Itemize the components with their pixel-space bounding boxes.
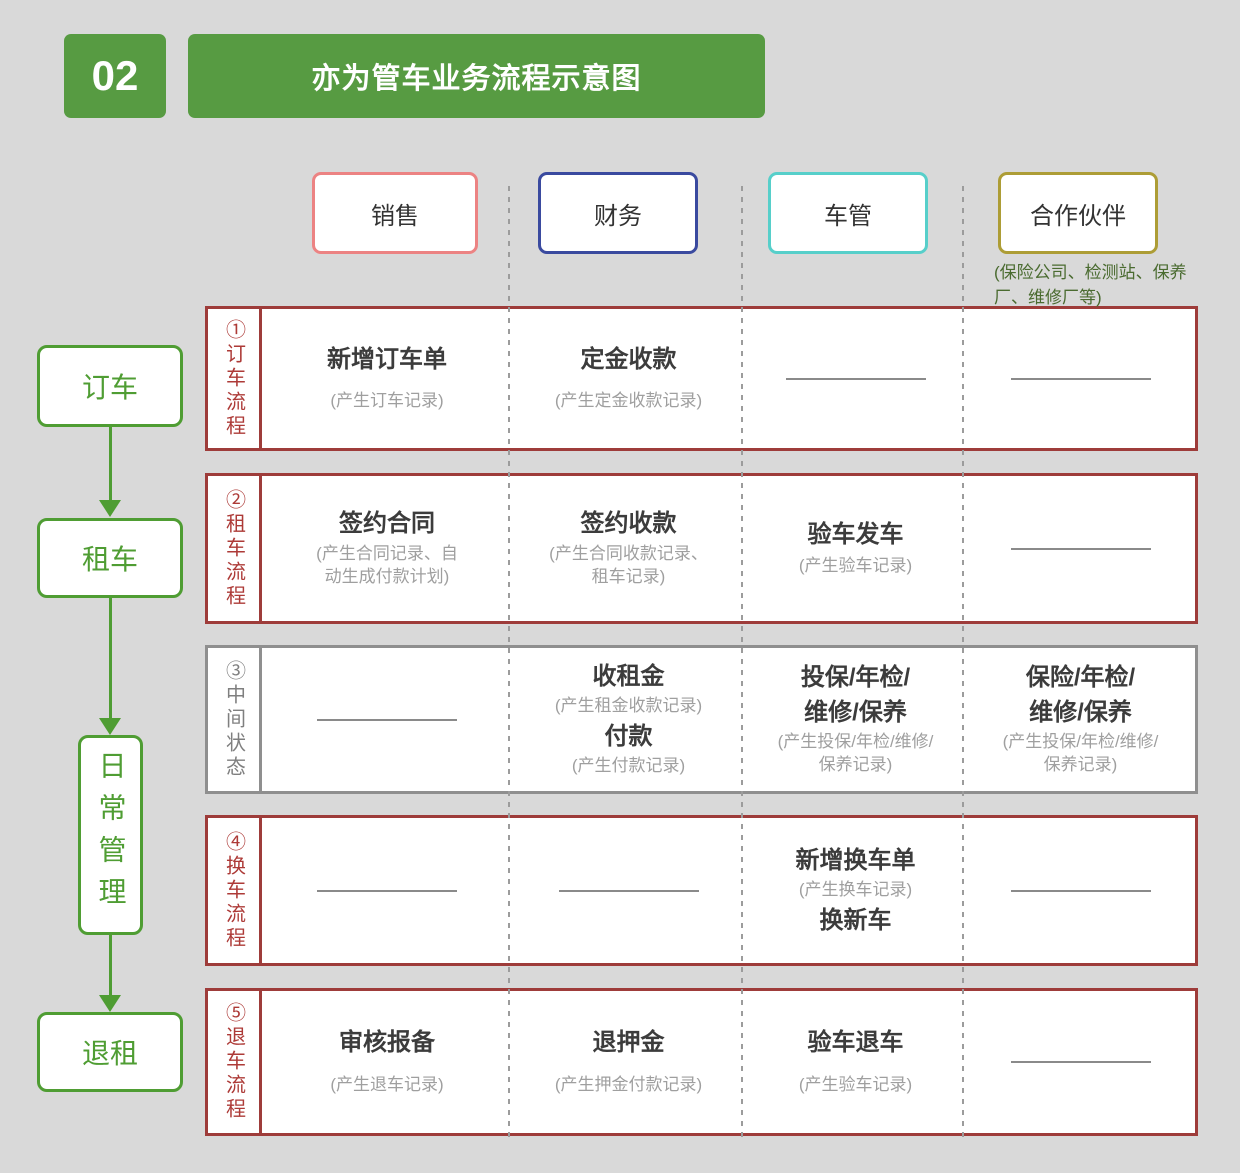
flow-step-label: 订车 — [81, 372, 138, 403]
process-row-interim-state: ③中间状态 收租金 (产生租金收款记录) 付款 (产生付款记录) 投保/年检/ … — [205, 645, 1198, 794]
cell-partner — [966, 476, 1195, 621]
task-title: 付款 — [604, 723, 653, 750]
task-title: 投保/年检/ — [800, 664, 911, 692]
cell-partner — [966, 309, 1195, 448]
cell-fleet: 投保/年检/ 维修/保养 (产生投保/年检/维修/保养记录) — [745, 648, 966, 791]
task-title: 签约合同 — [339, 509, 435, 537]
empty-placeholder — [558, 889, 699, 892]
task-caption: (产生合同收款记录、租车记录) — [549, 544, 708, 587]
cell-sales — [262, 818, 512, 963]
column-separator — [962, 186, 964, 1138]
task-caption: (产生押金付款记录) — [554, 1074, 703, 1094]
flow-step-daily-management: 日常管理 — [78, 735, 143, 935]
partner-caption: (保险公司、检测站、保养厂、维修厂等) — [994, 263, 1187, 307]
page-title: 亦为管车业务流程示意图 — [188, 34, 765, 118]
process-row-return: ⑤退车流程 审核报备 (产生退车记录) 退押金 (产生押金付款记录) 验车退车 … — [205, 988, 1198, 1136]
flow-arrow-head-icon — [99, 718, 121, 735]
cell-sales: 新增订车单 (产生订车记录) — [262, 309, 512, 448]
task-title: 验车发车 — [807, 521, 904, 549]
column-separator — [508, 186, 510, 1138]
task-caption: (产生投保/年检/维修/保养记录) — [1002, 731, 1159, 774]
cell-finance: 退押金 (产生押金付款记录) — [512, 991, 745, 1133]
cell-finance: 定金收款 (产生定金收款记录) — [512, 309, 745, 448]
section-number-badge: 02 — [64, 34, 166, 118]
cell-fleet: 新增换车单 (产生换车记录) 换新车 — [745, 818, 966, 963]
task-caption: (产生退车记录) — [330, 1074, 444, 1094]
task-caption: (产生定金收款记录) — [554, 391, 703, 411]
task-title: 维修/保养 — [804, 698, 907, 726]
flow-step-label: 退租 — [81, 1038, 138, 1069]
cell-partner — [966, 818, 1195, 963]
cell-fleet: 验车发车 (产生验车记录) — [745, 476, 966, 621]
cell-partner: 保险/年检/ 维修/保养 (产生投保/年检/维修/保养记录) — [966, 648, 1195, 791]
row-label: ③中间状态 — [208, 648, 262, 791]
row-label: ②租车流程 — [208, 476, 262, 621]
flow-arrow — [109, 935, 112, 997]
cell-finance — [512, 818, 745, 963]
task-title: 新增换车单 — [795, 846, 916, 874]
column-header-partner: 合作伙伴 — [998, 172, 1158, 254]
cell-sales: 审核报备 (产生退车记录) — [262, 991, 512, 1133]
flow-arrow-head-icon — [99, 995, 121, 1012]
empty-placeholder — [1010, 377, 1151, 380]
task-title: 验车退车 — [807, 1029, 904, 1057]
column-header-fleet: 车管 — [768, 172, 928, 254]
row-label: ④换车流程 — [208, 818, 262, 963]
empty-placeholder — [317, 889, 457, 892]
column-separator — [741, 186, 743, 1138]
flow-arrow — [109, 427, 112, 501]
column-header-finance: 财务 — [538, 172, 698, 254]
flow-step-label: 租车 — [81, 544, 138, 575]
task-title: 新增订车单 — [327, 345, 447, 373]
cell-fleet — [745, 309, 966, 448]
task-caption: (产生付款记录) — [571, 756, 686, 776]
flow-step-rent-car: 租车 — [37, 518, 183, 598]
process-row-ordering: ①订车流程 新增订车单 (产生订车记录) 定金收款 (产生定金收款记录) — [205, 306, 1198, 451]
task-caption: (产生验车记录) — [798, 1074, 913, 1094]
task-title: 维修/保养 — [1029, 698, 1132, 726]
cell-finance: 收租金 (产生租金收款记录) 付款 (产生付款记录) — [512, 648, 745, 791]
task-title: 审核报备 — [339, 1029, 435, 1057]
flow-arrow — [109, 598, 112, 720]
empty-placeholder — [1010, 1061, 1151, 1063]
cell-sales — [262, 648, 512, 791]
column-header-sales: 销售 — [312, 172, 478, 254]
cell-partner — [966, 991, 1195, 1133]
task-title: 换新车 — [819, 906, 892, 934]
task-title: 签约收款 — [580, 509, 677, 537]
flow-step-return-rental: 退租 — [37, 1012, 183, 1092]
empty-placeholder — [785, 377, 926, 380]
task-caption: (产生合同记录、自动生成付款计划) — [316, 544, 458, 587]
task-caption: (产生换车记录) — [798, 880, 913, 900]
task-title: 定金收款 — [580, 345, 677, 373]
task-caption: (产生订车记录) — [330, 391, 444, 411]
task-caption: (产生投保/年检/维修/保养记录) — [777, 731, 934, 774]
task-title: 退押金 — [592, 1029, 665, 1057]
cell-finance: 签约收款 (产生合同收款记录、租车记录) — [512, 476, 745, 621]
flow-step-label: 日常管理 — [95, 751, 127, 919]
row-label: ⑤退车流程 — [208, 991, 262, 1133]
row-label: ①订车流程 — [208, 309, 262, 448]
flow-step-order-car: 订车 — [37, 345, 183, 427]
task-caption: (产生验车记录) — [798, 555, 913, 575]
process-row-renting: ②租车流程 签约合同 (产生合同记录、自动生成付款计划) 签约收款 (产生合同收… — [205, 473, 1198, 624]
empty-placeholder — [317, 718, 457, 721]
flow-arrow-head-icon — [99, 500, 121, 517]
empty-placeholder — [1010, 547, 1151, 550]
task-title: 保险/年检/ — [1025, 664, 1136, 692]
cell-sales: 签约合同 (产生合同记录、自动生成付款计划) — [262, 476, 512, 621]
process-row-swap: ④换车流程 新增换车单 (产生换车记录) 换新车 — [205, 815, 1198, 966]
task-title: 收租金 — [592, 662, 665, 690]
empty-placeholder — [1010, 889, 1151, 892]
cell-fleet: 验车退车 (产生验车记录) — [745, 991, 966, 1133]
task-caption: (产生租金收款记录) — [554, 696, 703, 716]
